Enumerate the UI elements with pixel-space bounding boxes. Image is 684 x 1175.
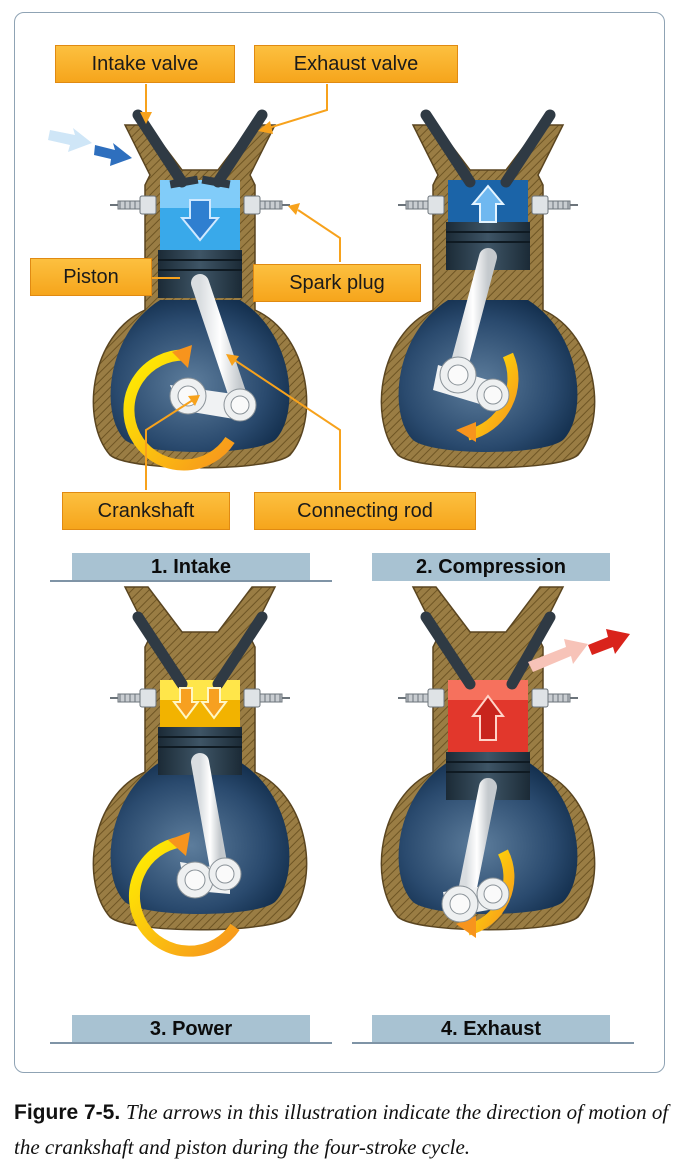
crankcase bbox=[110, 762, 290, 914]
stroke-label-compression: 2. Compression bbox=[372, 553, 610, 581]
callout-piston: Piston bbox=[30, 258, 152, 296]
spark-plug-left bbox=[397, 688, 445, 708]
intake-flow-arrow bbox=[48, 128, 92, 152]
piston-down-arrow bbox=[179, 199, 221, 242]
stroke-underline bbox=[50, 1042, 332, 1044]
leader-spark-plug bbox=[297, 209, 341, 262]
engine-compression bbox=[380, 109, 596, 469]
piston-up-arrow bbox=[471, 694, 505, 741]
stroke-label-intake: 1. Intake bbox=[72, 553, 310, 581]
callout-crankshaft: Crankshaft bbox=[62, 492, 230, 530]
stroke-label-power: 3. Power bbox=[72, 1015, 310, 1043]
connecting-rod bbox=[441, 778, 510, 923]
crank-rotation-arrow bbox=[466, 352, 519, 441]
callout-intake-valve: Intake valve bbox=[55, 45, 235, 83]
callout-spark-plug: Spark plug bbox=[253, 264, 421, 302]
leader-connecting-rod bbox=[229, 356, 341, 490]
figure-label: Figure 7-5. bbox=[14, 1101, 121, 1124]
callout-exhaust-valve: Exhaust valve bbox=[254, 45, 458, 83]
exhaust-valve bbox=[506, 611, 556, 690]
exhaust-valve bbox=[500, 109, 556, 188]
stroke-underline bbox=[352, 1042, 634, 1044]
engine-power bbox=[92, 586, 308, 957]
spark-plug-right bbox=[531, 195, 579, 215]
intake-valve bbox=[420, 109, 476, 188]
spark-plug-left bbox=[397, 195, 445, 215]
leader-exhaust-valve bbox=[261, 84, 328, 131]
intake-valve bbox=[132, 109, 199, 189]
spark-plug-right bbox=[531, 688, 579, 708]
stroke-label-exhaust: 4. Exhaust bbox=[372, 1015, 610, 1043]
spark-plug-right bbox=[243, 195, 291, 215]
exhaust-valve bbox=[212, 611, 268, 690]
piston-up-arrow bbox=[470, 184, 506, 223]
exhaust-flow-arrow bbox=[528, 639, 588, 672]
callout-connecting-rod: Connecting rod bbox=[254, 492, 476, 530]
spark-plug-left bbox=[109, 688, 157, 708]
exhaust-flow-arrow-dark bbox=[588, 629, 630, 655]
callout-leaders bbox=[140, 84, 341, 490]
crank-rotation-arrow bbox=[128, 836, 240, 957]
crankcase bbox=[398, 762, 578, 914]
intake-valve bbox=[132, 611, 188, 690]
caption-text: The arrows in this illustration indicate… bbox=[14, 1100, 669, 1159]
intake-valve bbox=[420, 611, 476, 690]
piston-down-arrow-right bbox=[200, 687, 228, 720]
crankcase bbox=[398, 300, 578, 452]
spark-plug-right bbox=[243, 688, 291, 708]
intake-flow-arrow-dark bbox=[94, 143, 132, 166]
connecting-rod bbox=[433, 248, 510, 412]
figure-caption: Figure 7-5. The arrows in this illustrat… bbox=[14, 1095, 674, 1165]
piston-down-arrow-left bbox=[172, 687, 200, 720]
leader-crankshaft bbox=[145, 397, 197, 490]
engine-diagram bbox=[48, 84, 630, 957]
exhaust-valve bbox=[201, 109, 268, 189]
engine-intake bbox=[48, 109, 308, 471]
engine-exhaust bbox=[380, 586, 630, 938]
stroke-underline bbox=[50, 580, 332, 582]
connecting-rod bbox=[176, 753, 242, 899]
spark-plug-left bbox=[109, 195, 157, 215]
crank-rotation-arrow bbox=[123, 349, 235, 471]
